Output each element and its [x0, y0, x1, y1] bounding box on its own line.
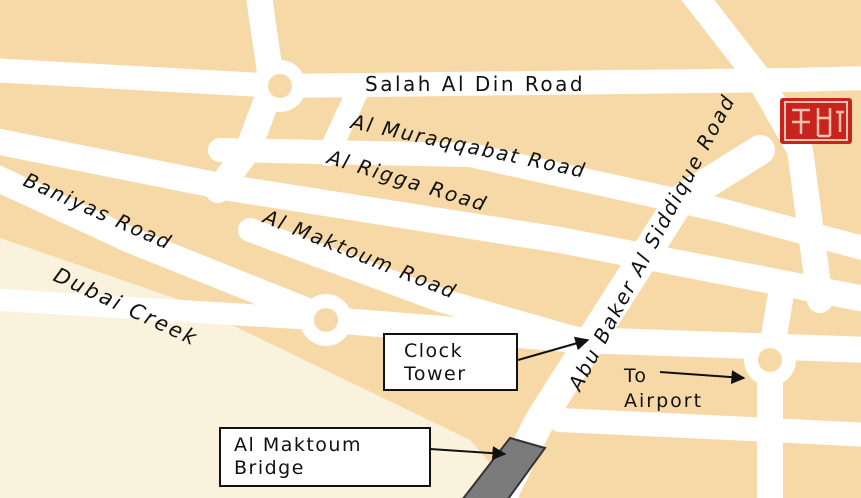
bridge-label-line2: Bridge: [234, 457, 305, 479]
bridge-label-box: [219, 427, 431, 487]
connector-road-shape: [317, 75, 371, 166]
red-chinese-seal-icon: [780, 98, 852, 144]
roundabouts: [254, 60, 796, 386]
roundabout-north-center: [268, 74, 292, 98]
roundabout-east-center: [758, 348, 782, 372]
al-maktoum-road-shape: [238, 218, 592, 352]
al-muraqqabat-road-shape: [208, 138, 861, 261]
bridge-arrow: [429, 446, 507, 461]
bridge-label-line1: Al Maktoum: [234, 434, 362, 456]
clock-tower-callout: Clock Tower: [383, 333, 590, 391]
roundabout-west-center: [314, 308, 338, 332]
al-rigga-road-shape: [0, 128, 861, 312]
clock-tower-label-line1: Clock: [404, 340, 463, 362]
vertical-road-west-shape: [205, 0, 285, 203]
salah-al-din-road-shape: [0, 58, 861, 98]
clock-tower-arrow: [517, 336, 590, 361]
clock-tower-label-line2: Tower: [403, 363, 467, 385]
clock-tower-box: [383, 333, 518, 391]
airport-label-line1: To: [623, 365, 648, 387]
creek-side-road-shape: [0, 289, 341, 331]
vertical-road-east-shape: [757, 287, 793, 498]
airport-arrow: [659, 370, 746, 385]
al-maktoum-bridge-shape: [462, 436, 547, 498]
bridge-callout: Al Maktoum Bridge: [219, 427, 507, 487]
airport-connector-shape: [548, 408, 861, 447]
airport-label-line2: Airport: [624, 390, 703, 412]
airport-callout: To Airport: [623, 365, 746, 412]
salah-al-din-road-label: Salah Al Din Road: [365, 72, 585, 96]
